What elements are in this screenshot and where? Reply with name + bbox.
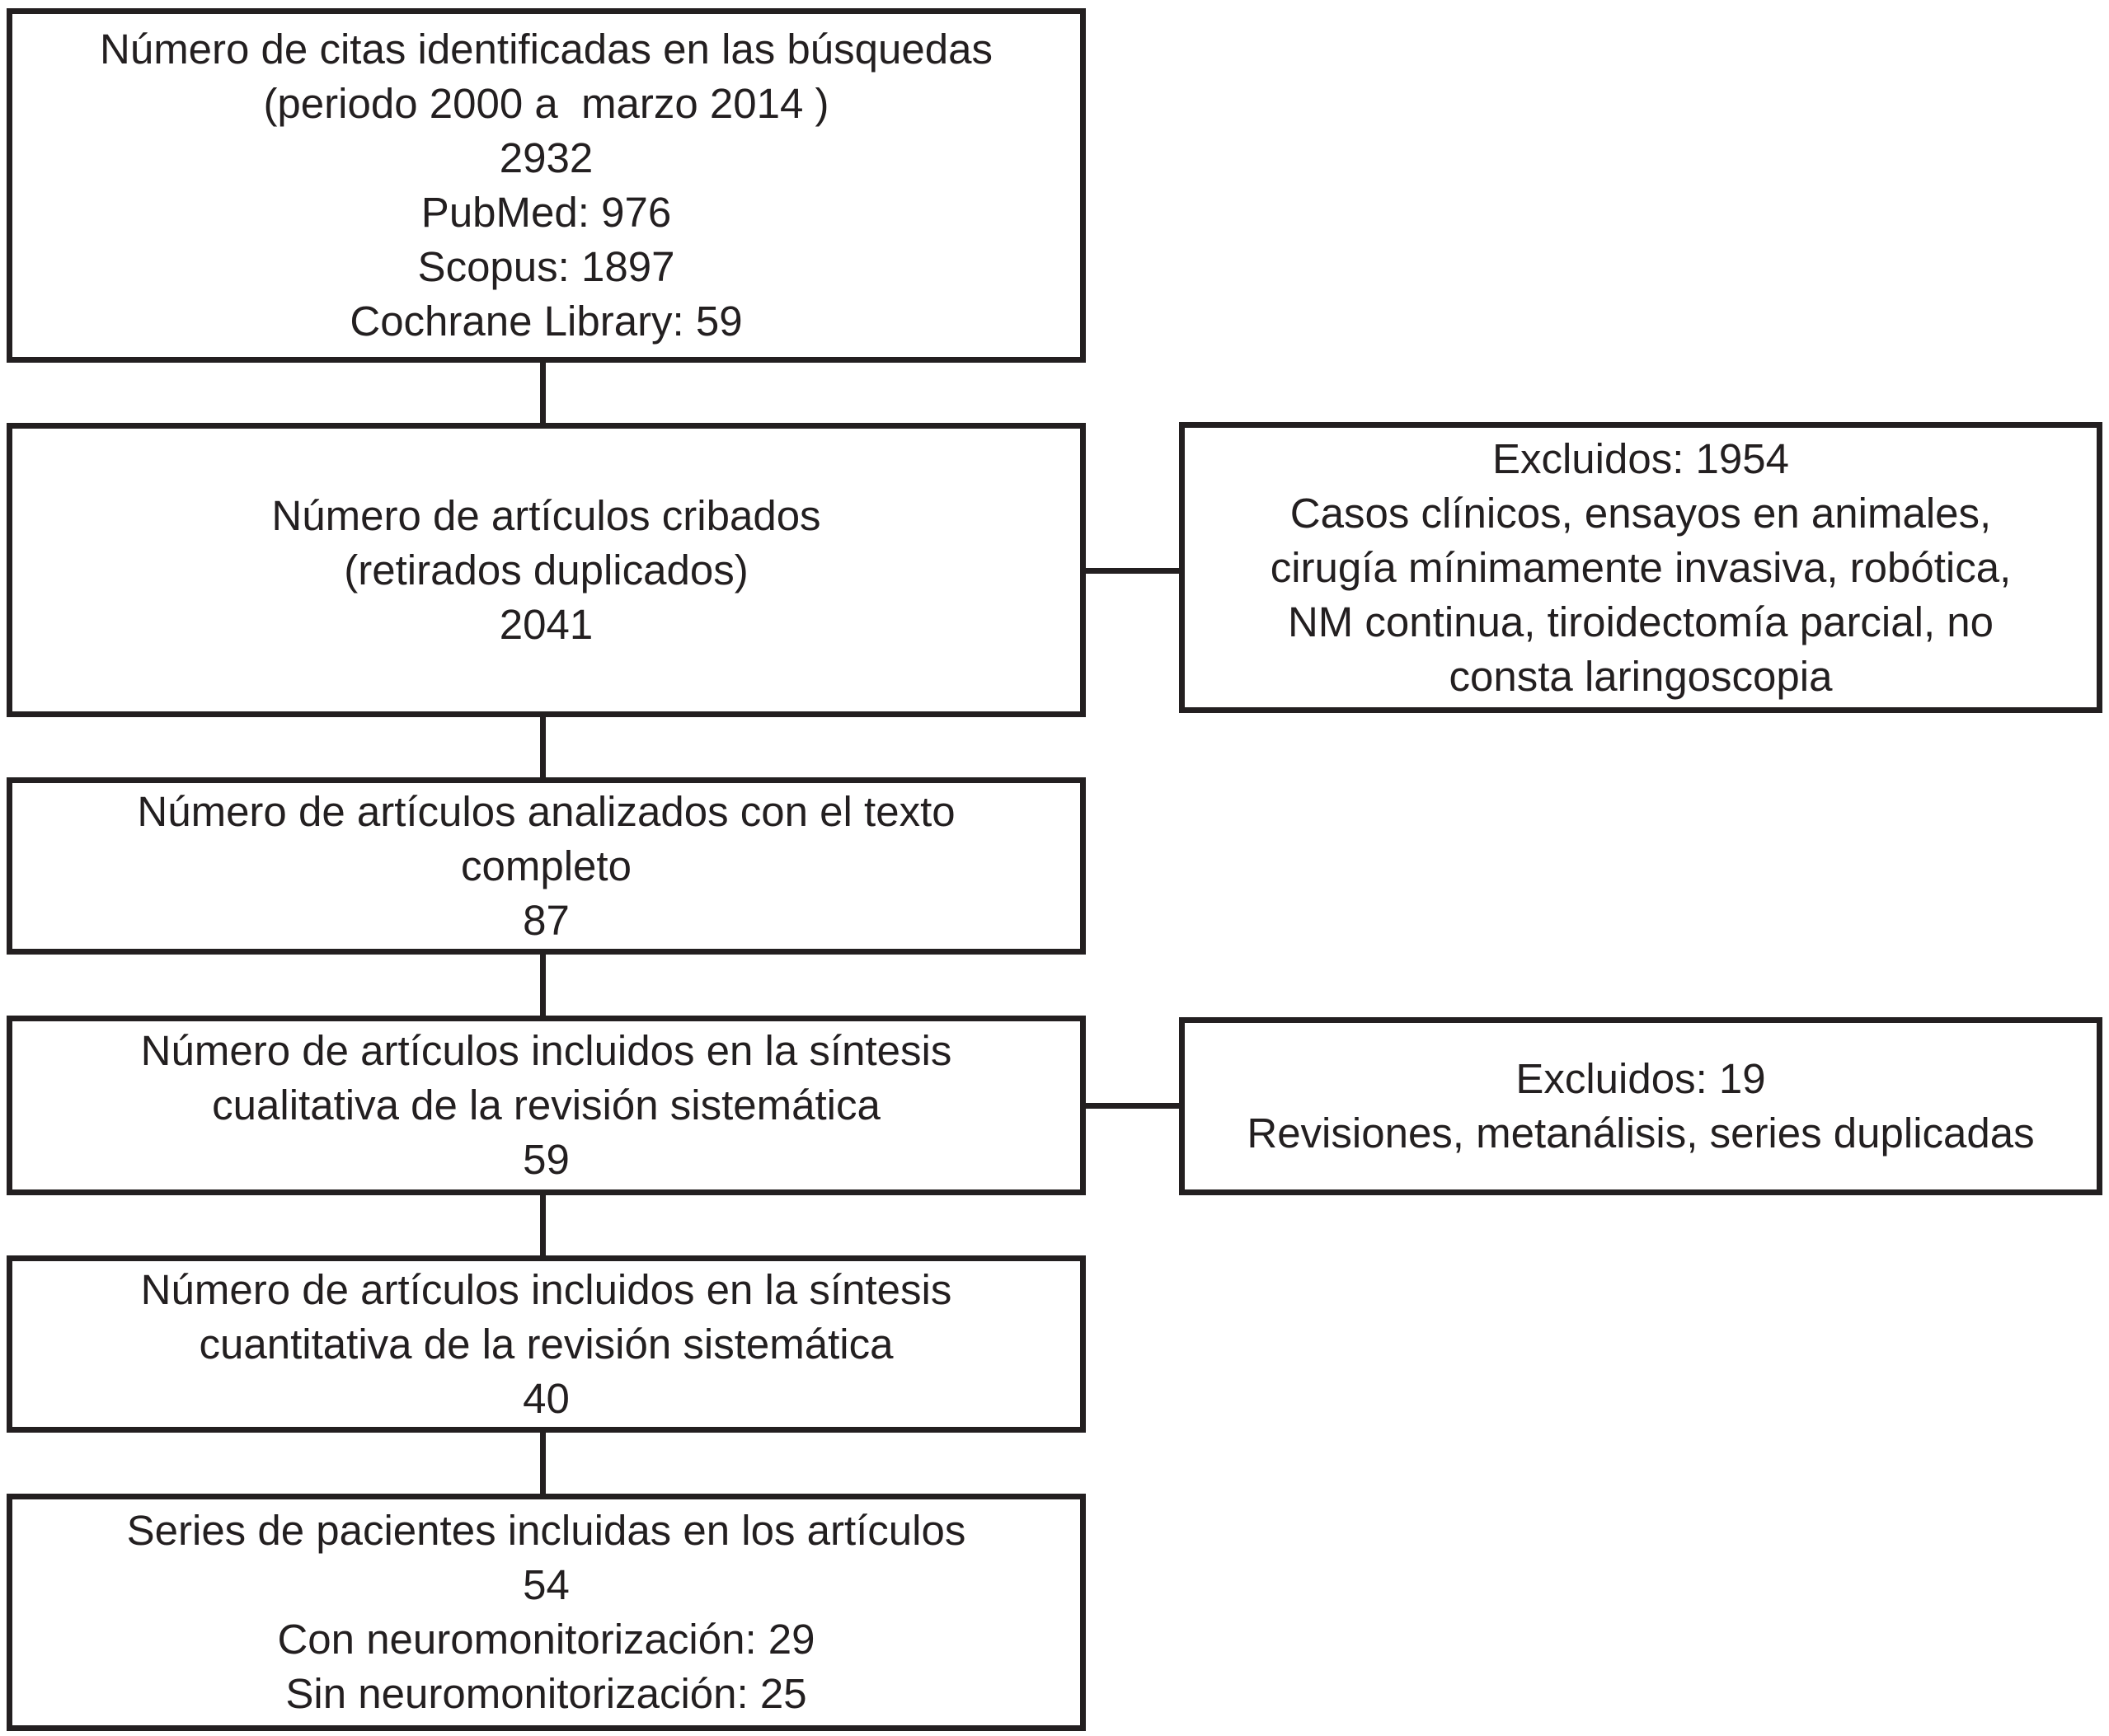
citations-identified-cochrane: Cochrane Library: 59 [350, 298, 743, 345]
quantitative-synthesis-title-cont: cuantitativa de la revisión sistemática [199, 1320, 894, 1368]
connector-quantitative-to-series [540, 1433, 546, 1494]
citations-identified-total: 2932 [499, 134, 594, 181]
connector-screened-to-fulltext [540, 717, 546, 777]
box-excluded-qualitative: Excluidos: 19 Revisiones, metanálisis, s… [1179, 1017, 2102, 1195]
qualitative-synthesis-title-cont: cualitativa de la revisión sistemática [212, 1081, 881, 1128]
citations-identified-title: Número de citas identificadas en las bús… [100, 26, 993, 73]
patient-series-with-nm: Con neuromonitorización: 29 [277, 1616, 815, 1663]
connector-qualitative-to-excluded2 [1086, 1103, 1179, 1109]
quantitative-synthesis-total: 40 [523, 1374, 570, 1422]
articles-screened-total: 2041 [499, 600, 594, 648]
box-fulltext-analyzed: Número de artículos analizados con el te… [7, 777, 1086, 955]
citations-identified-pubmed: PubMed: 976 [420, 189, 672, 236]
fulltext-analyzed-title-cont: completo [461, 842, 632, 889]
fulltext-analyzed-total: 87 [523, 896, 570, 944]
connector-fulltext-to-qualitative [540, 955, 546, 1016]
connector-qualitative-to-quantitative [540, 1195, 546, 1255]
connector-identified-to-screened [540, 363, 546, 423]
citations-identified-period: (periodo 2000 a marzo 2014 ) [263, 80, 829, 127]
connector-screened-to-excluded1 [1086, 568, 1179, 574]
citations-identified-scopus: Scopus: 1897 [417, 243, 675, 290]
qualitative-synthesis-total: 59 [523, 1136, 570, 1183]
quantitative-synthesis-title: Número de artículos incluidos en la sínt… [140, 1265, 952, 1313]
box-excluded-screening: Excluidos: 1954 Casos clínicos, ensayos … [1179, 422, 2102, 713]
excluded-screening-count: Excluidos: 1954 [1491, 434, 1790, 482]
qualitative-synthesis-title: Número de artículos incluidos en la sínt… [140, 1027, 952, 1074]
articles-screened-note: (retirados duplicados) [344, 546, 749, 594]
box-qualitative-synthesis: Número de artículos incluidos en la sínt… [7, 1016, 1086, 1195]
box-patient-series: Series de pacientes incluidas en los art… [7, 1494, 1086, 1731]
excluded-screening-reason: Casos clínicos, ensayos en animales, [1289, 489, 1992, 537]
box-articles-screened: Número de artículos cribados (retirados … [7, 423, 1086, 717]
excluded-qualitative-reason: Revisiones, metanálisis, series duplicad… [1247, 1110, 2035, 1157]
patient-series-without-nm: Sin neuromonitorización: 25 [285, 1670, 807, 1717]
fulltext-analyzed-title: Número de artículos analizados con el te… [137, 787, 956, 835]
excluded-screening-reason: cirugía mínimamente invasiva, robótica, [1270, 543, 2012, 591]
box-quantitative-synthesis: Número de artículos incluidos en la sínt… [7, 1255, 1086, 1433]
articles-screened-title: Número de artículos cribados [271, 491, 821, 539]
patient-series-total: 54 [523, 1561, 570, 1608]
excluded-qualitative-count: Excluidos: 19 [1515, 1055, 1766, 1102]
excluded-screening-reason: NM continua, tiroidectomía parcial, no [1287, 598, 1994, 645]
excluded-screening-reason: consta laringoscopia [1449, 652, 1833, 700]
box-citations-identified: Número de citas identificadas en las bús… [7, 8, 1086, 363]
patient-series-title: Series de pacientes incluidas en los art… [126, 1507, 966, 1554]
